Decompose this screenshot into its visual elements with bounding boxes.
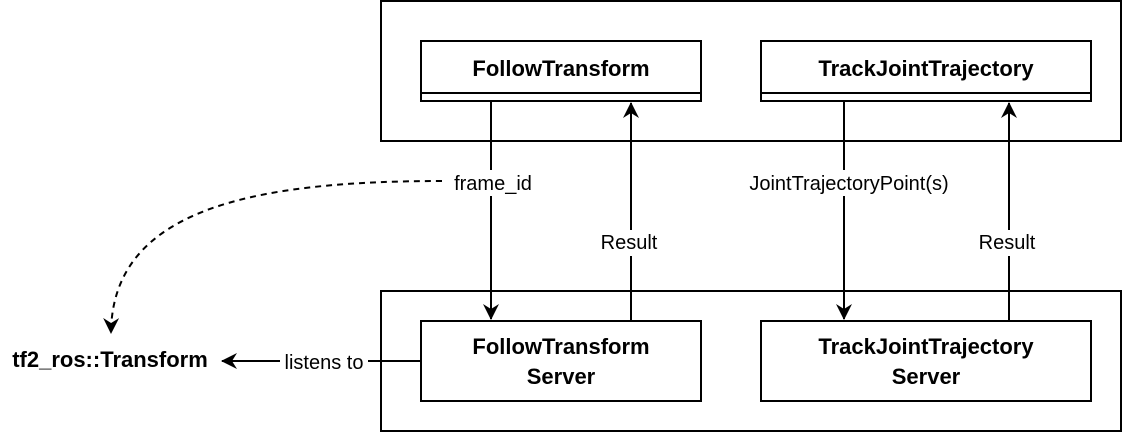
frame-id-label: frame_id xyxy=(454,173,532,195)
joint-trajectory-points-edge: JointTrajectoryPoint(s) xyxy=(749,101,949,320)
follow-transform-server-title-line1: FollowTransform xyxy=(472,334,649,359)
track-joint-trajectory-server-title-line1: TrackJointTrajectory xyxy=(818,334,1034,359)
track-joint-trajectory-result-edge: Result xyxy=(979,102,1036,321)
listens-to-edge: listens to xyxy=(221,352,421,374)
joint-trajectory-points-label: JointTrajectoryPoint(s) xyxy=(749,173,948,195)
track-joint-trajectory-title: TrackJointTrajectory xyxy=(818,56,1034,81)
follow-transform-result-label: Result xyxy=(601,232,658,254)
follow-transform-title: FollowTransform xyxy=(472,56,649,81)
follow-transform-result-edge: Result xyxy=(601,102,658,321)
track-joint-trajectory-node[interactable]: TrackJointTrajectory xyxy=(760,40,1092,102)
listens-to-label: listens to xyxy=(285,352,364,374)
track-joint-trajectory-server-title-line2: Server xyxy=(892,364,961,389)
follow-transform-node[interactable]: FollowTransform xyxy=(420,40,702,102)
track-joint-trajectory-result-label: Result xyxy=(979,232,1036,254)
frame-id-edge: frame_id xyxy=(454,101,532,320)
track-joint-trajectory-server-node[interactable]: TrackJointTrajectory Server xyxy=(760,320,1092,402)
follow-transform-server-title-line2: Server xyxy=(527,364,596,389)
follow-transform-server-node[interactable]: FollowTransform Server xyxy=(420,320,702,402)
tf2-transform-label: tf2_ros::Transform xyxy=(12,347,208,372)
